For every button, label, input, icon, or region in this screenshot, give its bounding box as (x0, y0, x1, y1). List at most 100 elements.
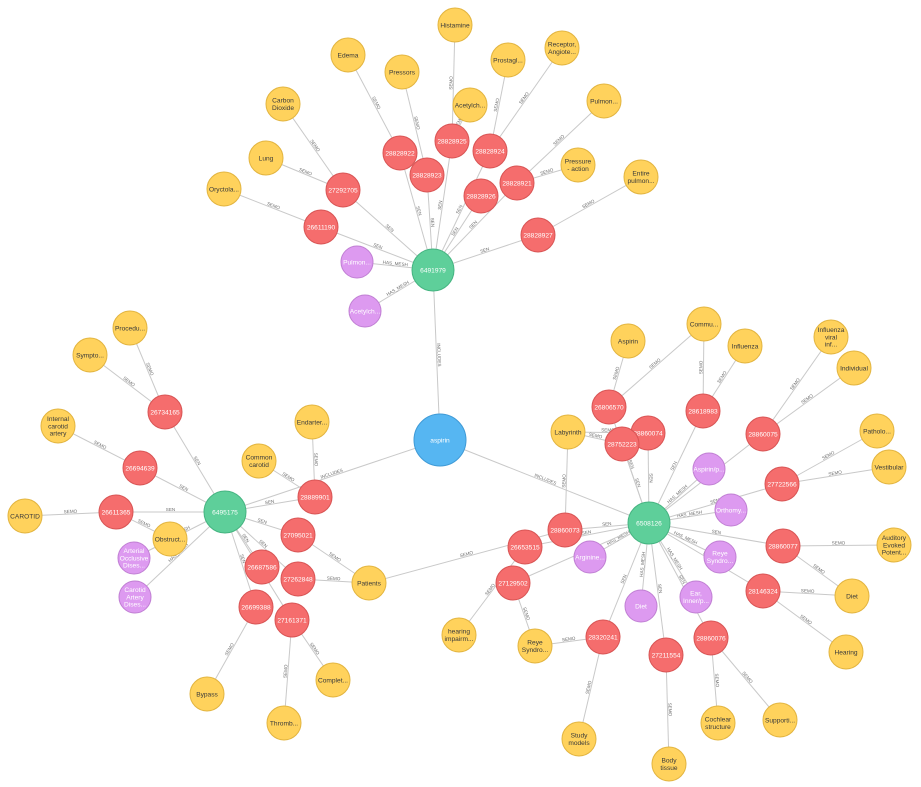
node-term-t23[interactable]: Thromb... (266, 705, 302, 741)
node-sentence-s28[interactable]: 28860077 (765, 528, 801, 564)
node-circle[interactable] (409, 157, 445, 193)
node-drug-aspirin[interactable]: aspirin (413, 413, 467, 467)
node-circle[interactable] (573, 540, 607, 574)
node-circle[interactable] (586, 83, 622, 119)
node-term-t33[interactable]: Diet (834, 578, 870, 614)
node-circle[interactable] (765, 528, 801, 564)
node-circle[interactable] (686, 306, 722, 342)
node-circle[interactable] (495, 565, 531, 601)
edge-s23-t27[interactable]: SEMO (762, 336, 832, 435)
node-circle[interactable] (266, 705, 302, 741)
node-circle[interactable] (703, 540, 737, 574)
node-circle[interactable] (561, 721, 597, 757)
node-circle[interactable] (560, 147, 596, 183)
node-circle[interactable] (117, 541, 151, 575)
edge-a3-s28[interactable]: SEN (648, 522, 784, 547)
node-term-t26[interactable]: Influenza (727, 328, 763, 364)
node-term-t40[interactable]: Supporti... (762, 702, 798, 738)
node-sentence-s8[interactable]: 26611190 (303, 209, 339, 245)
node-circle[interactable] (351, 565, 387, 601)
node-circle[interactable] (413, 413, 467, 467)
node-sentence-s3[interactable]: 28828924 (472, 133, 508, 169)
node-sentence-s9[interactable]: 28828927 (520, 217, 556, 253)
node-sentence-s6[interactable]: 27292705 (325, 172, 361, 208)
node-circle[interactable] (437, 7, 473, 43)
node-circle[interactable] (280, 561, 316, 597)
node-sentence-s12[interactable]: 26611365 (98, 494, 134, 530)
node-sentence-s4[interactable]: 28828923 (409, 157, 445, 193)
node-sentence-s13[interactable]: 28889901 (297, 479, 333, 515)
node-circle[interactable] (265, 86, 301, 122)
node-term-t1[interactable]: Histamine (437, 7, 473, 43)
node-circle[interactable] (118, 580, 152, 614)
node-sentence-s17[interactable]: 26699388 (238, 589, 274, 625)
node-circle[interactable] (544, 30, 580, 66)
node-term-t11[interactable]: Oryctola... (206, 171, 242, 207)
node-mesh-m2[interactable]: Acetylch... (348, 294, 382, 328)
node-sentence-s7[interactable]: 28828926 (463, 178, 499, 214)
edge-a3-s32[interactable]: SEN (648, 522, 712, 639)
node-term-t14[interactable]: Sympto... (72, 337, 108, 373)
node-circle[interactable] (203, 490, 247, 534)
node-article-a3[interactable]: 6508126 (627, 501, 671, 545)
node-circle[interactable] (547, 512, 583, 548)
node-sentence-s26[interactable]: 26653515 (507, 529, 543, 565)
edge-s1-t2[interactable]: SEMO (347, 54, 401, 154)
node-sentence-s20[interactable]: 28618983 (685, 393, 721, 429)
node-circle[interactable] (315, 662, 351, 698)
node-circle[interactable] (452, 87, 488, 123)
node-circle[interactable] (693, 620, 729, 656)
node-sentence-s24[interactable]: 27722566 (764, 466, 800, 502)
node-circle[interactable] (627, 501, 671, 545)
node-sentence-s18[interactable]: 27161371 (274, 602, 310, 638)
node-circle[interactable] (152, 521, 188, 557)
node-circle[interactable] (40, 408, 76, 444)
node-circle[interactable] (463, 178, 499, 214)
node-circle[interactable] (72, 337, 108, 373)
node-circle[interactable] (610, 323, 646, 359)
node-term-t30[interactable]: Patholo... (859, 413, 895, 449)
node-term-t13[interactable]: Procedu... (112, 310, 148, 346)
node-term-t18[interactable]: CAROTID (7, 498, 43, 534)
node-term-t22[interactable]: Complet... (315, 662, 351, 698)
node-term-t9[interactable]: Lung (248, 140, 284, 176)
node-term-t6[interactable]: Acetylch... (452, 87, 488, 123)
node-circle[interactable] (762, 702, 798, 738)
node-sentence-s1[interactable]: 28828922 (382, 135, 418, 171)
node-sentence-s31[interactable]: 27211554 (648, 637, 684, 673)
node-mesh-m10[interactable]: Arginine... (573, 540, 607, 574)
node-circle[interactable] (624, 589, 658, 623)
node-circle[interactable] (189, 676, 225, 712)
node-mesh-m8[interactable]: Ear,Inner/p... (679, 580, 713, 614)
node-term-t25[interactable]: Aspirin (610, 323, 646, 359)
node-circle[interactable] (490, 42, 526, 78)
node-circle[interactable] (604, 426, 640, 462)
node-term-t16[interactable]: Endarter... (294, 404, 330, 440)
edge-s24-t31[interactable]: SEMO (781, 466, 890, 485)
node-term-t31[interactable]: Vestibular (871, 449, 907, 485)
node-circle[interactable] (384, 54, 420, 90)
node-circle[interactable] (859, 413, 895, 449)
node-circle[interactable] (623, 159, 659, 195)
node-circle[interactable] (303, 209, 339, 245)
node-circle[interactable] (297, 479, 333, 515)
node-circle[interactable] (98, 494, 134, 530)
node-circle[interactable] (330, 37, 366, 73)
node-circle[interactable] (112, 310, 148, 346)
node-circle[interactable] (472, 133, 508, 169)
node-mesh-m1[interactable]: Pulmon... (340, 245, 374, 279)
node-circle[interactable] (585, 619, 621, 655)
node-circle[interactable] (745, 573, 781, 609)
node-circle[interactable] (651, 746, 687, 782)
node-circle[interactable] (238, 589, 274, 625)
node-sentence-s10[interactable]: 26734165 (147, 394, 183, 430)
edge-a3-s24[interactable]: SEN (648, 483, 783, 524)
node-circle[interactable] (727, 328, 763, 364)
